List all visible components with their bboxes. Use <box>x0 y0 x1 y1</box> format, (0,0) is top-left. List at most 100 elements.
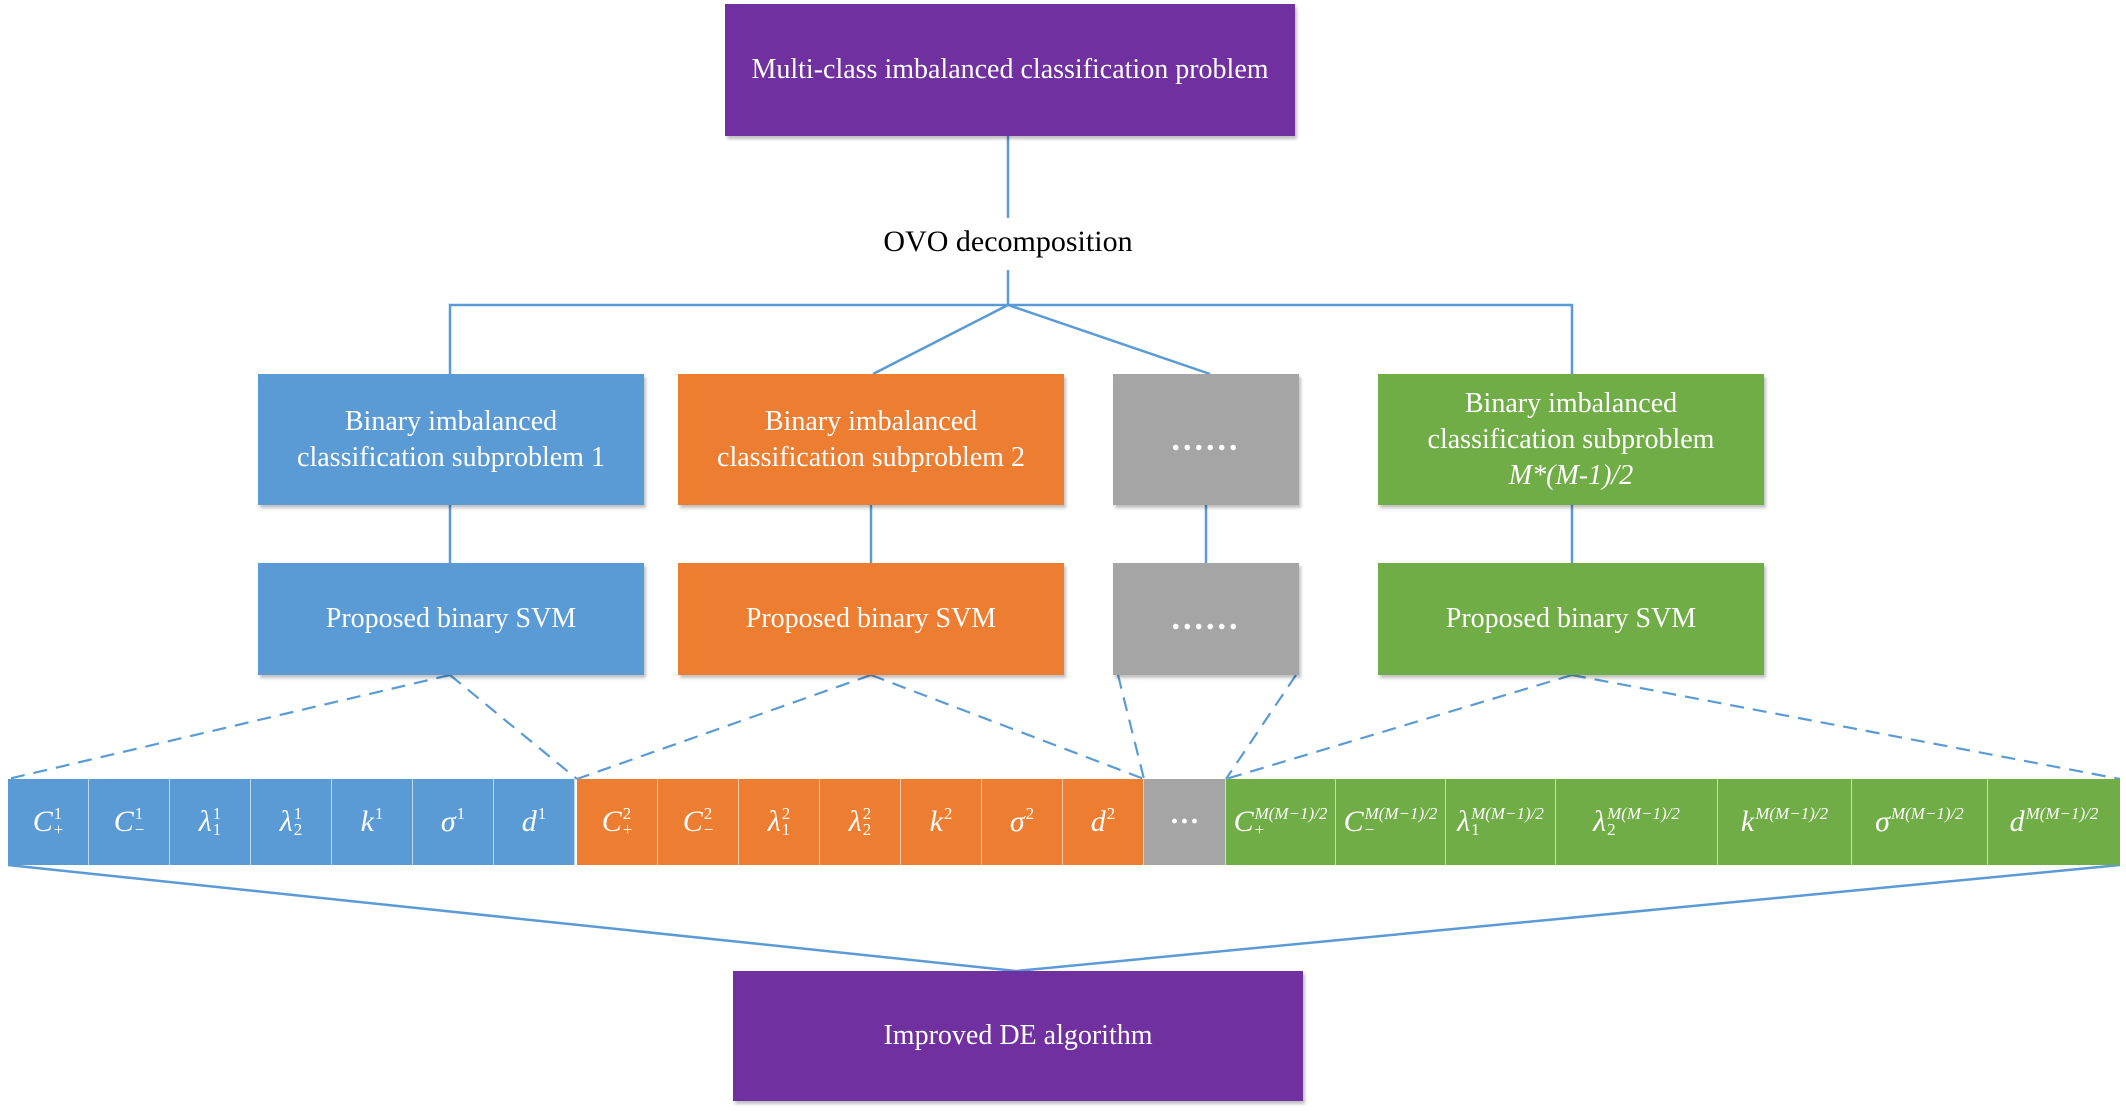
param-symbol: d <box>1090 805 1106 838</box>
subproblem-ellipsis: ...... <box>1171 420 1241 458</box>
param-subscript: + <box>622 820 633 839</box>
param-indices: 1 <box>456 804 466 838</box>
param-symbol: d <box>521 805 537 838</box>
param-indices: M(M−1)/2 <box>1755 804 1829 838</box>
param-superscript: M(M−1)/2 <box>1471 804 1544 823</box>
param-indices: 1− <box>134 804 145 839</box>
param-subscript <box>375 822 384 838</box>
svm-2-box: Proposed binary SVM <box>678 563 1064 675</box>
improved-de-label: Improved DE algorithm <box>883 1020 1153 1051</box>
param-superscript: 2 <box>1106 804 1116 823</box>
param-superscript: 1 <box>53 804 63 823</box>
param-subscript <box>2026 822 2099 838</box>
param-subscript <box>457 822 466 838</box>
param-superscript: M(M−1)/2 <box>1254 804 1328 823</box>
param-subscript: + <box>53 820 64 839</box>
param-superscript: 1 <box>456 804 466 823</box>
param-subscript: 1 <box>212 820 222 839</box>
param-symbol: λ <box>1457 805 1471 838</box>
param-cell-ellipsis: ··· <box>1144 779 1226 865</box>
subproblem-2-box: Binary imbalanced classification subprob… <box>678 374 1064 505</box>
param-superscript: M(M−1)/2 <box>1755 804 1829 823</box>
param-subscript: 2 <box>862 820 872 839</box>
multi-class-problem-label: Multi-class imbalanced classification pr… <box>751 54 1269 85</box>
dashed-svm3-left <box>1116 674 1146 780</box>
connector-branch-outer <box>448 303 1574 374</box>
svm-last-box: Proposed binary SVM <box>1378 563 1764 675</box>
param-subscript: − <box>134 820 145 839</box>
dashed-svm3-right <box>1225 674 1297 780</box>
param-subscript <box>1026 822 1035 838</box>
param-symbol: σ <box>1875 805 1890 838</box>
dashed-svm4-left <box>1225 673 1573 781</box>
subproblem-1-line2: classification subproblem 1 <box>297 441 605 473</box>
param-subscript <box>1891 822 1964 838</box>
subproblem-last-line3: M*(M-1)/2 <box>1508 459 1634 491</box>
param-symbol: k <box>929 805 943 838</box>
param-symbol: λ <box>848 805 862 838</box>
dashed-svm1-right <box>449 674 578 780</box>
param-superscript: 2 <box>703 804 713 823</box>
multi-class-problem-box: Multi-class imbalanced classification pr… <box>725 4 1295 136</box>
param-superscript: 1 <box>374 804 384 823</box>
param-symbol: λ <box>198 805 212 838</box>
ovo-decomposition-label: OVO decomposition <box>883 225 1133 258</box>
param-superscript: 2 <box>781 804 791 823</box>
param-symbol: C <box>682 805 703 838</box>
param-superscript: 1 <box>293 804 303 823</box>
param-symbol: d <box>2009 805 2025 838</box>
param-indices: M(M−1)/2− <box>1364 804 1438 839</box>
param-indices: 2+ <box>622 805 633 839</box>
param-superscript: 2 <box>862 804 872 823</box>
param-indices: M(M−1)/2+ <box>1254 804 1328 838</box>
param-superscript: 1 <box>134 804 144 823</box>
param-symbol: C <box>113 805 134 838</box>
connector-branch-2 <box>872 303 1009 376</box>
param-superscript: M(M−1)/2 <box>1607 804 1680 823</box>
param-indices: 1+ <box>53 804 64 839</box>
param-symbol: λ <box>1593 805 1607 838</box>
param-symbol: C <box>32 805 53 838</box>
param-superscript: M(M−1)/2 <box>1364 804 1438 823</box>
param-subscript: − <box>703 820 714 839</box>
param-subscript: − <box>1364 820 1375 839</box>
param-superscript: M(M−1)/2 <box>2025 804 2099 823</box>
subproblem-last-line1: Binary imbalanced <box>1464 387 1678 419</box>
param-indices: 2 <box>1106 804 1116 838</box>
subproblem-2-line1: Binary imbalanced <box>764 405 978 437</box>
svm-1-label: Proposed binary SVM <box>325 603 577 634</box>
param-indices: 1 <box>538 805 547 838</box>
subproblem-2-line2: classification subproblem 2 <box>717 441 1025 473</box>
param-symbol: C <box>601 805 622 838</box>
param-indices: 2 <box>943 804 953 838</box>
param-symbol: σ <box>440 805 456 838</box>
param-indices: 2 <box>1026 805 1035 838</box>
svm-ellipsis-box: ...... <box>1113 563 1299 675</box>
connector-vector-right <box>1015 863 2121 973</box>
param-superscript: 2 <box>943 804 953 823</box>
param-subscript: 1 <box>1471 820 1480 839</box>
param-subscript: 2 <box>1607 820 1616 839</box>
param-indices: M(M−1)/2 <box>1891 805 1964 838</box>
subproblem-last-line2: classification subproblem <box>1427 423 1715 455</box>
